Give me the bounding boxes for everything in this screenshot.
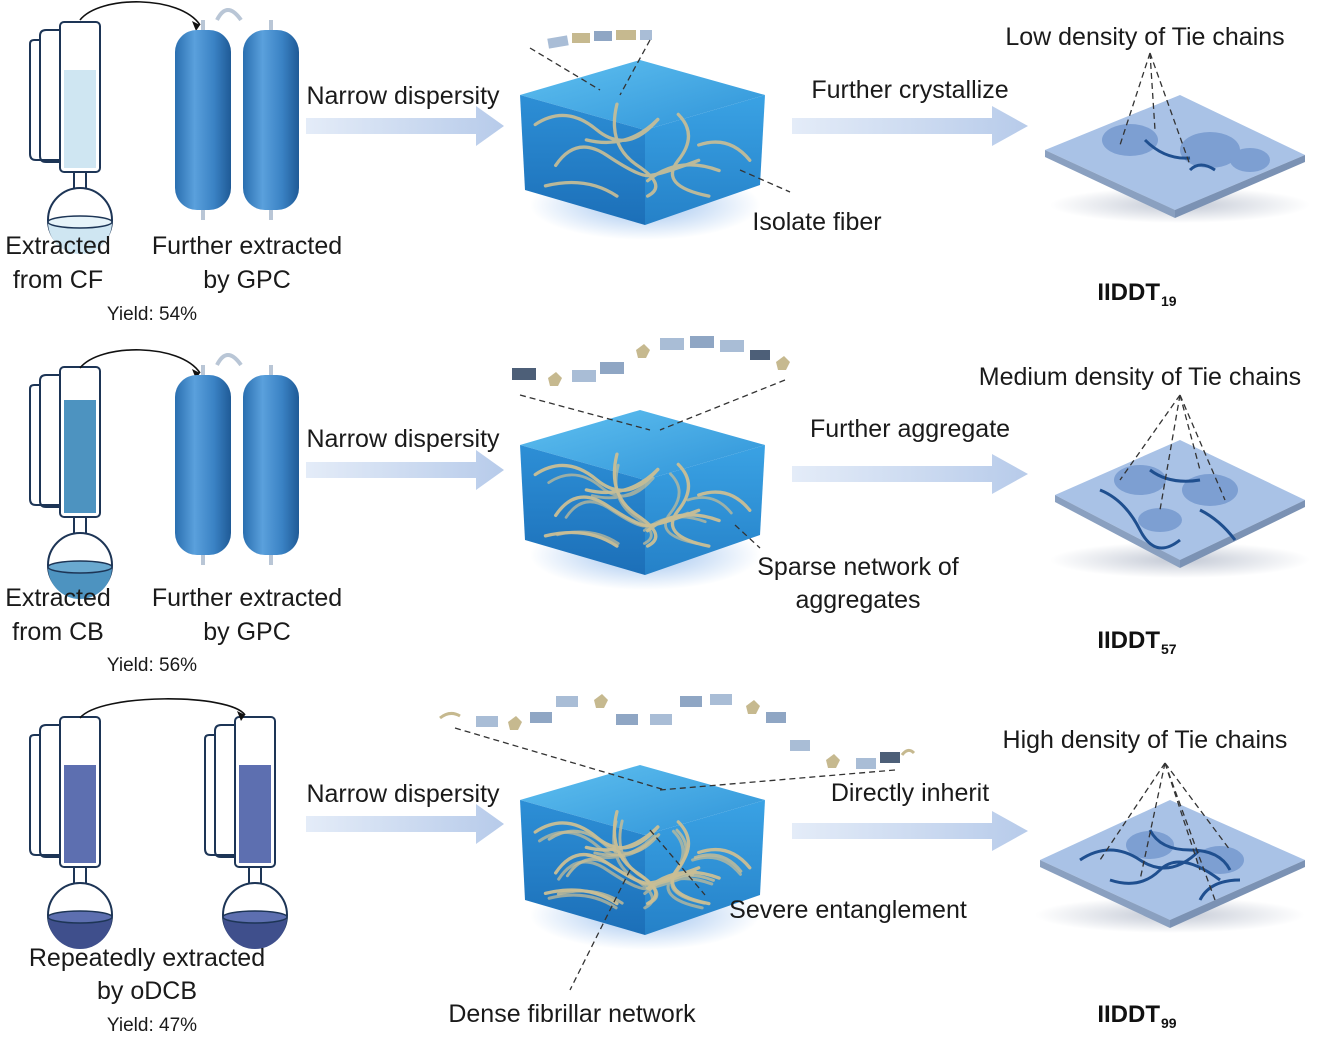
step-label: Further aggregate xyxy=(810,415,1010,443)
thin-film-icon xyxy=(1045,95,1305,218)
soxhlet-extractor-icon xyxy=(29,716,113,949)
step-label: Further crystallize xyxy=(811,76,1008,104)
gpc-columns-icon xyxy=(175,8,299,220)
process-arrow xyxy=(306,106,504,146)
transfer-arrow xyxy=(79,698,246,719)
polymer-cube-icon xyxy=(520,410,765,575)
product-subscript: 57 xyxy=(1161,641,1177,657)
step-arrow xyxy=(792,811,1028,851)
thin-film-icon xyxy=(1055,440,1305,568)
transfer-arrow xyxy=(79,1,201,26)
process-arrow xyxy=(306,450,504,490)
row-1: Extracted from CF Further extracted by G… xyxy=(5,1,1310,325)
thin-film-icon xyxy=(1040,800,1305,928)
product-label: IIDDT xyxy=(1097,1001,1160,1028)
process-label: Narrow dispersity xyxy=(306,425,500,453)
process-label: Narrow dispersity xyxy=(306,780,500,808)
gpc-label-line2: by GPC xyxy=(203,266,291,294)
step-arrow xyxy=(792,454,1028,494)
fiber-note-line1: Sparse network of xyxy=(757,553,959,581)
soxhlet-extractor-icon-2 xyxy=(204,716,288,949)
gpc-label-line1: Further extracted xyxy=(152,232,342,260)
extraction-label-line1: Extracted xyxy=(5,584,111,612)
polymer-cube-icon xyxy=(520,765,765,935)
soxhlet-extractor-icon xyxy=(29,366,113,599)
product-subscript: 99 xyxy=(1161,1015,1177,1031)
process-label: Narrow dispersity xyxy=(306,82,500,110)
polymer-chain-icon xyxy=(512,336,790,386)
soxhlet-extractor-icon xyxy=(29,21,113,254)
yield-label: Yield: 54% xyxy=(107,304,197,325)
product-label: IIDDT xyxy=(1097,279,1160,306)
gpc-label-line1: Further extracted xyxy=(152,584,342,612)
transfer-arrow xyxy=(79,349,201,374)
gpc-label-line2: by GPC xyxy=(203,618,291,646)
yield-label: Yield: 56% xyxy=(107,655,197,676)
row-2: Extracted from CB Further extracted by G… xyxy=(5,336,1310,676)
tie-chain-label: High density of Tie chains xyxy=(1003,726,1288,754)
polymer-chain-icon xyxy=(439,694,916,769)
product-label: IIDDT xyxy=(1097,627,1160,654)
extraction-label-line2: from CF xyxy=(13,266,103,294)
extraction-label-line2: by oDCB xyxy=(97,977,197,1005)
extraction-label-line1: Extracted xyxy=(5,232,111,260)
polymer-cube-icon xyxy=(520,60,765,225)
extraction-label-line2: from CB xyxy=(12,618,104,646)
row-3: Repeatedly extracted by oDCB Yield: 47% … xyxy=(29,694,1305,1036)
polymer-chain-icon xyxy=(547,30,652,49)
gpc-columns-icon xyxy=(175,353,299,565)
extraction-label-line1: Repeatedly extracted xyxy=(29,944,265,972)
step-label: Directly inherit xyxy=(831,779,989,807)
fiber-note-2: Dense fibrillar network xyxy=(448,1000,696,1028)
tie-chain-label: Medium density of Tie chains xyxy=(979,363,1301,391)
process-arrow xyxy=(306,804,504,844)
product-subscript: 19 xyxy=(1161,293,1177,309)
fiber-note-line2: aggregates xyxy=(795,586,920,614)
fiber-note: Severe entanglement xyxy=(729,896,967,924)
tie-chain-label: Low density of Tie chains xyxy=(1005,23,1284,51)
step-arrow xyxy=(792,106,1028,146)
yield-label: Yield: 47% xyxy=(107,1015,197,1036)
fiber-note: Isolate fiber xyxy=(752,208,881,236)
